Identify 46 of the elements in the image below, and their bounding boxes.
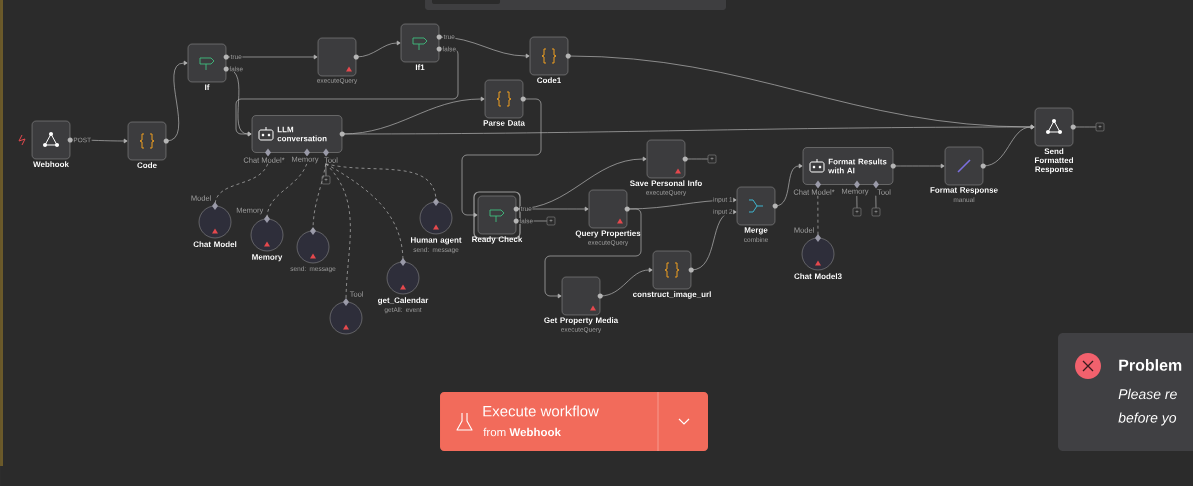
node-label: construct_image_url bbox=[633, 291, 711, 299]
connector bbox=[892, 163, 945, 169]
node-label: Query Properties bbox=[575, 230, 641, 238]
node-label: Code1 bbox=[537, 77, 561, 84]
connector bbox=[165, 60, 188, 142]
toast-message: Please re bbox=[1118, 388, 1177, 400]
node-label: Save Personal Info bbox=[630, 180, 702, 187]
node-label: Format Response bbox=[930, 187, 998, 195]
node-label: Human agent bbox=[411, 237, 462, 245]
toast-message: before yo bbox=[1118, 412, 1177, 426]
node-label: Parse Data bbox=[483, 120, 525, 126]
node-label: If1 bbox=[415, 64, 425, 70]
connector bbox=[325, 163, 437, 203]
connector bbox=[544, 208, 642, 299]
node-label: Ready Check bbox=[472, 236, 523, 244]
connector bbox=[69, 138, 128, 144]
connector bbox=[599, 267, 653, 297]
node-label: Chat Model bbox=[193, 241, 237, 248]
connector bbox=[1072, 126, 1097, 128]
node-label: Send Formatted Response bbox=[1035, 148, 1074, 174]
connector bbox=[515, 220, 548, 222]
node-label: Webhook bbox=[33, 161, 69, 168]
connector bbox=[774, 163, 803, 207]
connector bbox=[325, 163, 327, 177]
node-label: Chat Model3 bbox=[794, 273, 842, 280]
execute-button: Execute workflow from Webhook bbox=[440, 391, 708, 452]
connector bbox=[684, 158, 709, 160]
connector bbox=[690, 209, 737, 271]
connector bbox=[325, 163, 351, 303]
connector bbox=[461, 98, 542, 218]
connector bbox=[515, 206, 589, 212]
node-label: Code bbox=[137, 162, 157, 169]
node-label: Memory bbox=[252, 254, 283, 262]
node-label: Get Property Media bbox=[544, 317, 619, 325]
connector bbox=[225, 54, 318, 60]
toast-title: Problem bbox=[1119, 359, 1182, 371]
connector bbox=[875, 195, 877, 209]
connector bbox=[982, 124, 1035, 167]
connector bbox=[515, 156, 647, 210]
connector bbox=[438, 36, 530, 59]
node-label: Merge bbox=[744, 227, 768, 235]
node-label: get_Calendar bbox=[378, 297, 429, 305]
node-label: If bbox=[205, 84, 210, 90]
connector bbox=[856, 195, 858, 209]
connector bbox=[266, 163, 308, 220]
connector bbox=[355, 40, 401, 58]
